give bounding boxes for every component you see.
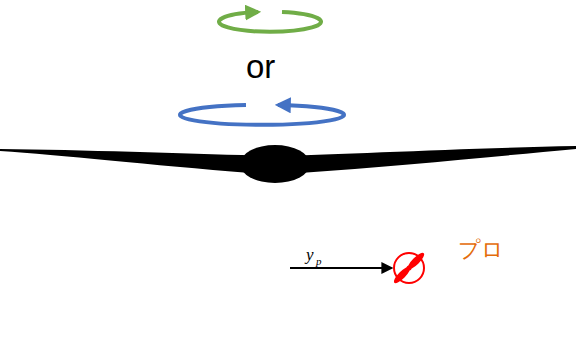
- propeller-icon: [392, 251, 427, 286]
- part-name: プロ: [458, 239, 504, 261]
- rotation-arrow: [180, 105, 344, 125]
- variable-symbol: y: [306, 246, 314, 263]
- variable-subscript: p: [316, 256, 322, 267]
- position-arrow: [290, 267, 391, 269]
- rotation-arrow: [219, 12, 321, 32]
- separator-word: or: [246, 50, 275, 83]
- propeller-silhouette: [0, 145, 576, 183]
